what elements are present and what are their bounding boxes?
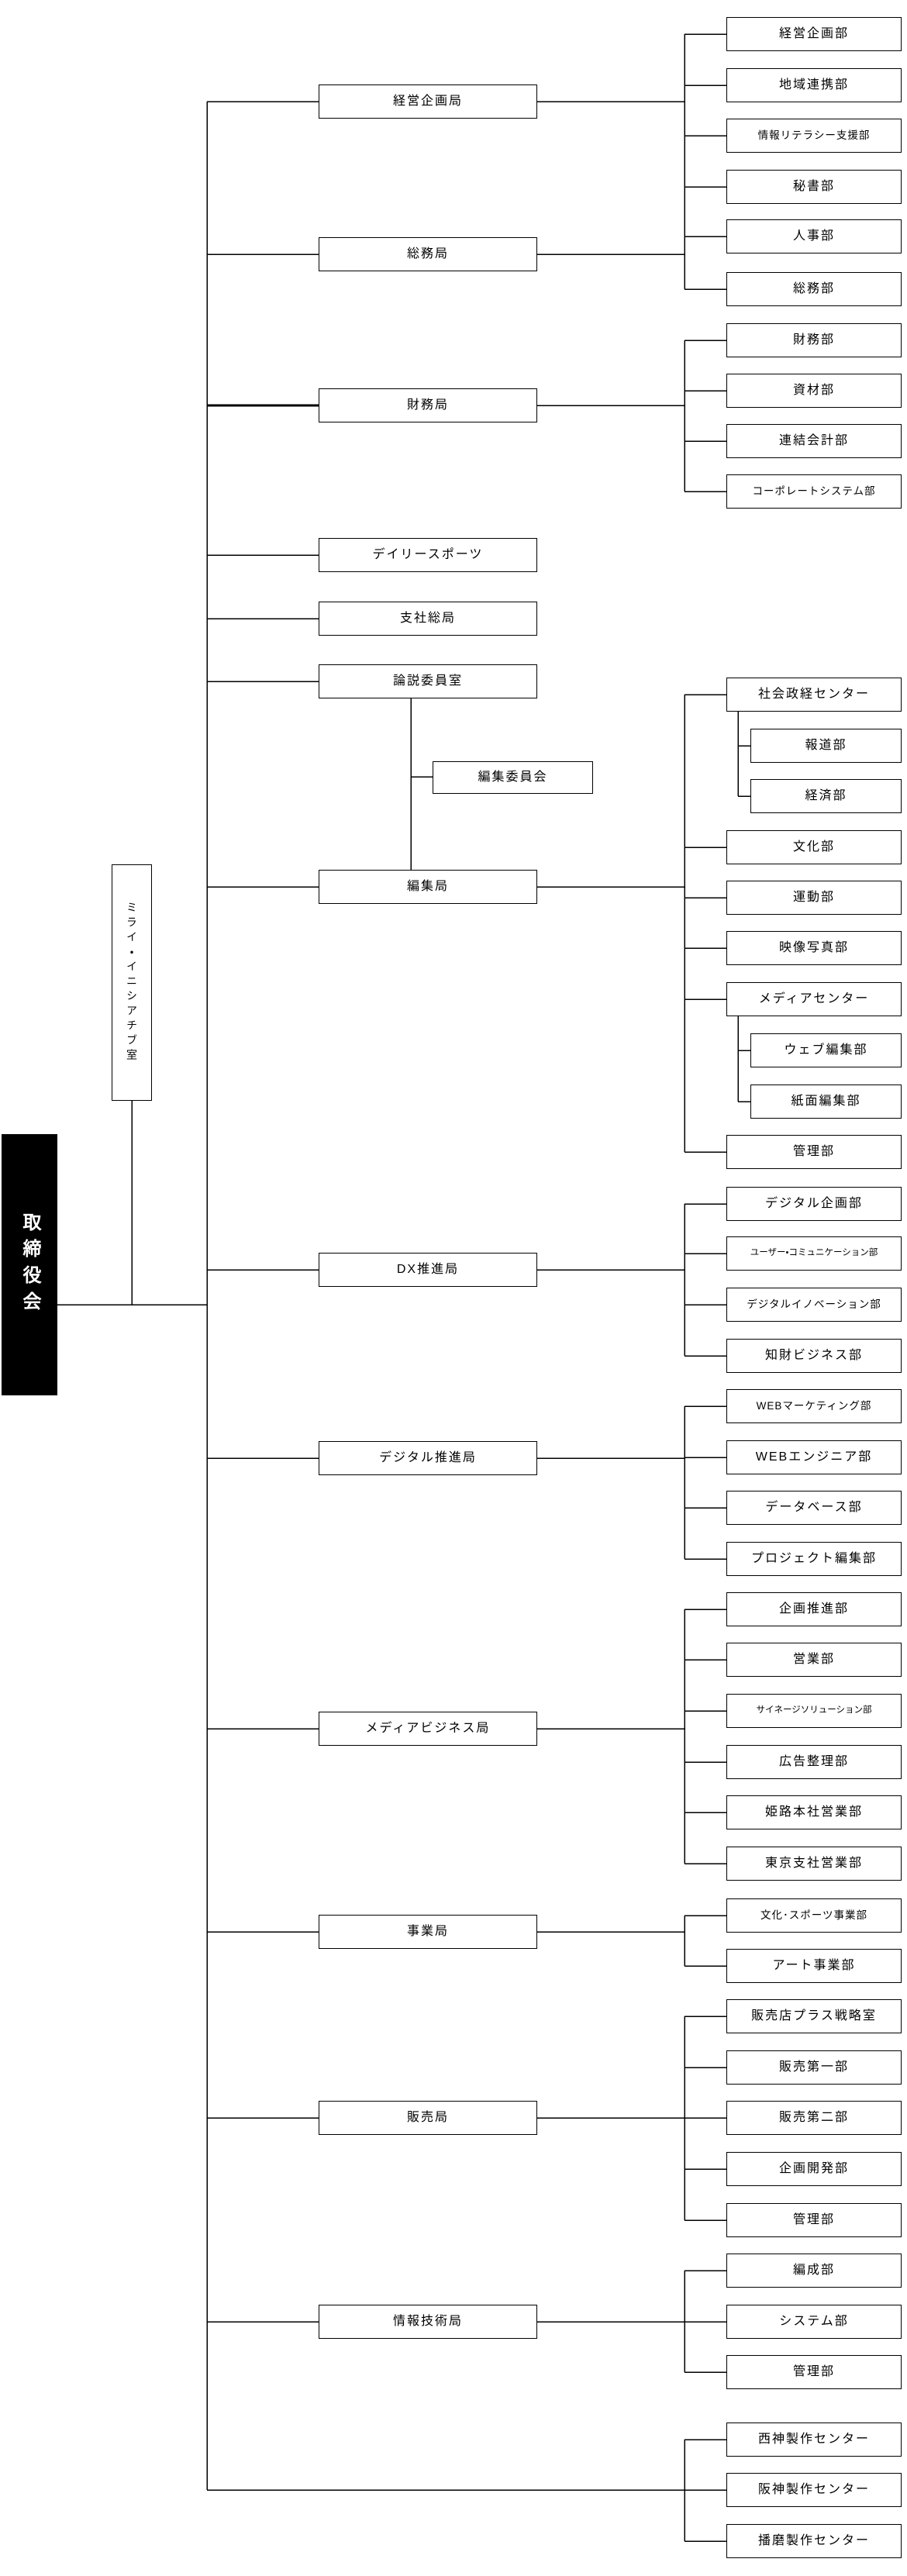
department-box: 社会政経センター [726,678,902,712]
department-box: 運動部 [726,881,902,915]
department-box: 姫路本社営業部 [726,1795,902,1829]
bureau-general-affairs: 総務局 [319,237,537,271]
department-box: デジタルイノベーション部 [726,1288,902,1322]
department-box: 文化部 [726,830,902,864]
department-box: 経営企画部 [726,17,902,51]
department-box: 管理部 [726,2355,902,2389]
department-box: 営業部 [726,1643,902,1677]
sub-department-box: 紙面編集部 [750,1085,902,1119]
sub-department-box: 報道部 [750,729,902,763]
department-box: 広告整理部 [726,1745,902,1779]
editorial-committee-node: 編集委員会 [433,761,593,794]
bureau-editorial-writers: 論説委員室 [319,664,537,698]
bureau-business: 事業局 [319,1915,537,1949]
production-center-box: 阪神製作センター [726,2473,902,2507]
bureau-finance: 財務局 [319,388,537,422]
board-of-directors-node: 取締役会 [2,1134,57,1395]
department-box: 販売店プラス戦略室 [726,1999,902,2033]
department-box: コーポレートシステム部 [726,474,902,509]
department-box: 東京支社営業部 [726,1847,902,1881]
department-box: 編成部 [726,2254,902,2288]
department-box: 文化･スポーツ事業部 [726,1898,902,1933]
bureau-media-business: メディアビジネス局 [319,1712,537,1746]
sub-department-box: ウェブ編集部 [750,1033,902,1067]
department-box: 販売第二部 [726,2101,902,2135]
department-box: サイネージソリューション部 [726,1694,902,1728]
department-box: 知財ビジネス部 [726,1339,902,1373]
bureau-branch-offices: 支社総局 [319,602,537,636]
department-box: 人事部 [726,219,902,253]
department-box: 連結会計部 [726,424,902,458]
department-box: 財務部 [726,323,902,357]
department-box: 総務部 [726,272,902,306]
bureau-management-planning: 経営企画局 [319,84,537,119]
department-box: データベース部 [726,1491,902,1525]
department-box: WEBエンジニア部 [726,1440,902,1474]
department-box: 地域連携部 [726,68,902,102]
department-box: 管理部 [726,1135,902,1169]
department-box: システム部 [726,2305,902,2339]
department-box: 管理部 [726,2203,902,2237]
department-box: 資材部 [726,374,902,408]
department-box: 企画推進部 [726,1592,902,1626]
bureau-sales: 販売局 [319,2101,537,2135]
mirai-initiative-office-node: ミライ・イニシアチブ室 [112,864,152,1101]
connector-path [57,33,750,2542]
production-center-box: 播磨製作センター [726,2524,902,2558]
sub-department-box: 経済部 [750,779,902,813]
department-box: ユーザー・コミュニケーション部 [726,1236,902,1271]
department-box: プロジェクト編集部 [726,1542,902,1576]
department-box: デジタル企画部 [726,1187,902,1221]
bureau-digital-promotion: デジタル推進局 [319,1441,537,1475]
department-box: メディアセンター [726,982,902,1016]
department-box: 販売第一部 [726,2050,902,2085]
department-box: 企画開発部 [726,2152,902,2186]
department-box: WEBマーケティング部 [726,1389,902,1423]
department-box: アート事業部 [726,1949,902,1983]
department-box: 映像写真部 [726,931,902,965]
bureau-daily-sports: デイリースポーツ [319,538,537,572]
department-box: 情報リテラシー支援部 [726,119,902,153]
department-box: 秘書部 [726,170,902,204]
production-center-box: 西神製作センター [726,2423,902,2457]
bureau-editorial: 編集局 [319,870,537,904]
bureau-dx-promotion: DX推進局 [319,1253,537,1287]
bureau-information-technology: 情報技術局 [319,2305,537,2339]
